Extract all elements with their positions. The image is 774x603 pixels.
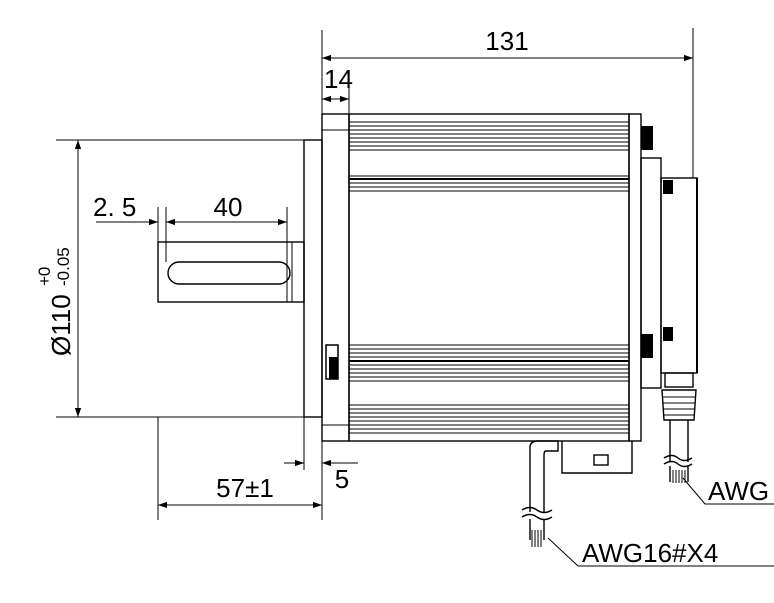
- encoder-connector: [661, 372, 697, 483]
- front-flange: [321, 113, 350, 442]
- motor-body: [348, 113, 630, 442]
- extension-lines: [56, 28, 694, 520]
- dim-shaft-length: 57±1: [216, 473, 274, 503]
- power-cable: [521, 440, 633, 547]
- dim-diameter-value: Ø110: [46, 294, 76, 356]
- dim-tolerance-lower: -0.05: [54, 247, 73, 286]
- fins-top: [349, 121, 629, 151]
- motor-cable-label: AWG16#X4: [582, 538, 718, 568]
- dim-tolerance-upper: +0: [35, 267, 54, 286]
- rear-end-cap: [628, 113, 698, 442]
- shaft: [157, 241, 305, 303]
- dim-shaft-step: 2. 5: [93, 192, 136, 222]
- fins-bottom: [349, 404, 629, 434]
- dim-overall-length: 131: [485, 26, 528, 56]
- dim-diameter: Ø110 +0 -0.05: [35, 247, 76, 356]
- dim-key-length: 40: [214, 192, 243, 222]
- shaft-keyway: [167, 261, 291, 285]
- dim-flange-thickness: 14: [324, 64, 353, 94]
- pilot-boss: [303, 139, 323, 418]
- dimension-lines: [74, 54, 693, 509]
- fins-upper: [349, 175, 629, 192]
- encoder-cable-label: AWG: [708, 476, 769, 506]
- fins-lower: [349, 344, 629, 382]
- dim-pilot-length: 5: [335, 464, 349, 494]
- leader-lines: [547, 477, 774, 567]
